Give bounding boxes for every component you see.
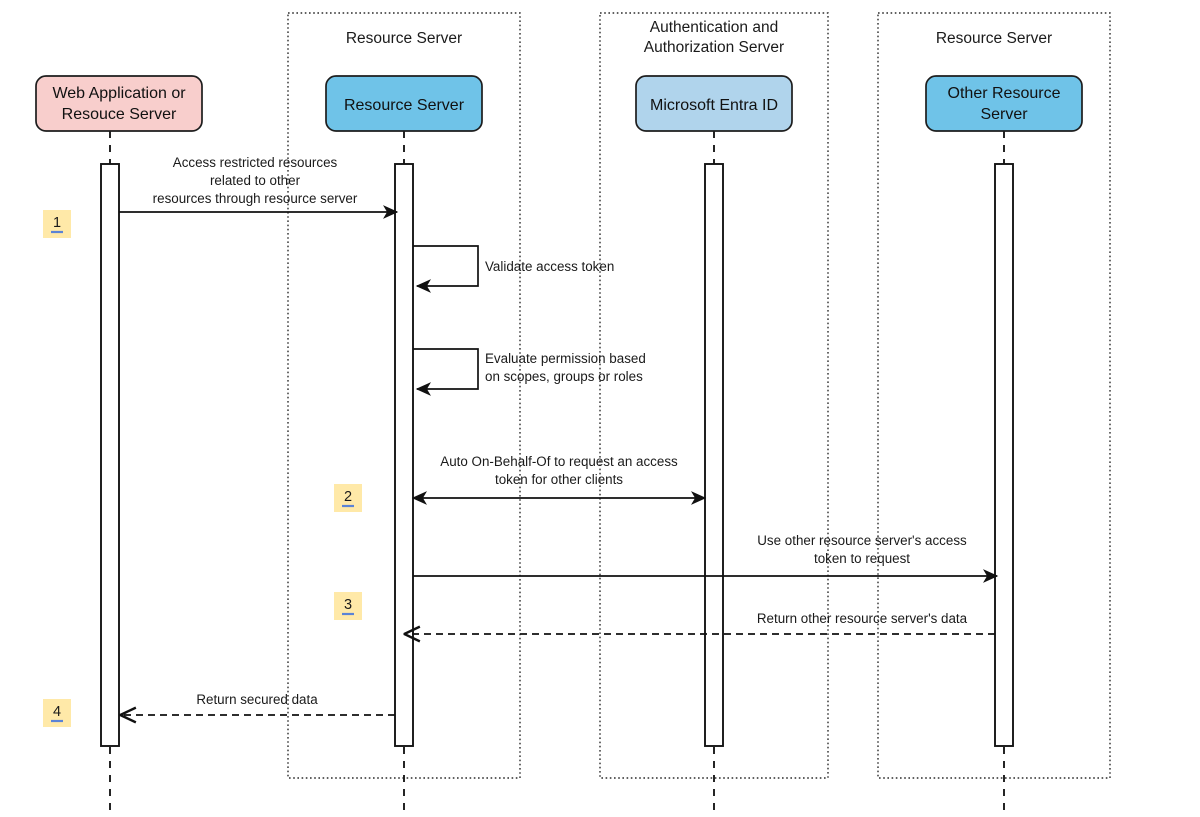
msg-1-access-restricted-resources-label: resources through resource server [153, 191, 358, 206]
badge-step-3[interactable]: 3 [334, 592, 362, 620]
msg-4-return-secured-data: Return secured data [121, 692, 395, 715]
badge-step-1[interactable]: 1 [43, 210, 71, 238]
msg-self-validate-access-token: Validate access token [413, 245, 614, 293]
participant-resource-server[interactable]: Resource Server [325, 75, 483, 132]
msg-2-auto-on-behalf-of-label: token for other clients [495, 472, 623, 487]
msg-4-return-secured-data-label: Return secured data [196, 692, 318, 707]
group-other-resource-server: Resource Server [877, 12, 1111, 779]
msg-self-validate-access-token-line [413, 245, 479, 293]
msg-self-evaluate-permission-label: Evaluate permission based [485, 351, 646, 366]
badge-step-4-number: 4 [53, 704, 61, 720]
group-frames: Resource Server Authentication andAuthori… [287, 12, 1111, 779]
participant-other-resource-server-label: Other Resource [948, 85, 1061, 102]
badge-step-4-background [43, 699, 71, 727]
group-other-resource-server-frame [877, 12, 1111, 779]
msg-1-access-restricted-resources: Access restricted resources related to ot… [119, 155, 399, 219]
badge-step-1-number: 1 [53, 215, 61, 231]
activation-other-resource-server [994, 163, 1014, 747]
msg-3-return-other-resource-server-data-label: Return other resource server's data [757, 611, 968, 626]
group-auth-server-frame [599, 12, 829, 779]
group-auth-server-title: Authorization Server [644, 39, 784, 56]
activation-web-application [100, 163, 120, 747]
msg-self-evaluate-permission-line [413, 348, 479, 396]
msg-self-evaluate-permission: Evaluate permission based on scopes, grou… [413, 348, 646, 396]
badge-step-1-background [43, 210, 71, 238]
badge-step-3-background [334, 592, 362, 620]
badge-step-2-background [334, 484, 362, 512]
participant-other-resource-server-label: Server [980, 106, 1028, 123]
msg-3-use-other-resource-server-token-label: token to request [814, 551, 910, 566]
badge-step-2-number: 2 [344, 489, 352, 505]
badge-step-4[interactable]: 4 [43, 699, 71, 727]
participant-web-application-label: Resouce Server [62, 106, 177, 123]
activation-resource-server [394, 163, 414, 747]
msg-2-auto-on-behalf-of-label: Auto On-Behalf-Of to request an access [440, 454, 678, 469]
msg-1-access-restricted-resources-label: related to other [210, 173, 301, 188]
activation-bars [100, 163, 1014, 747]
participant-web-application[interactable]: Web Application or Resouce Server [35, 75, 203, 132]
msg-1-access-restricted-resources-label: Access restricted resources [173, 155, 338, 170]
msg-3-return-other-resource-server-data: Return other resource server's data [405, 611, 995, 634]
participant-microsoft-entra-id[interactable]: Microsoft Entra ID [635, 75, 793, 132]
badge-step-3-number: 3 [344, 597, 352, 613]
msg-self-evaluate-permission-label: on scopes, groups or roles [485, 369, 643, 384]
msg-self-validate-access-token-label: Validate access token [485, 259, 614, 274]
participant-web-application-label: Web Application or [52, 85, 186, 102]
participant-web-application-box[interactable] [35, 75, 203, 132]
msg-2-auto-on-behalf-of: Auto On-Behalf-Of to request an access to… [411, 454, 707, 505]
msg-3-use-other-resource-server-token: Use other resource server's access token … [413, 533, 999, 583]
participant-boxes: Web Application or Resouce Server Resource… [35, 75, 1083, 132]
group-other-resource-server-title: Resource Server [936, 30, 1052, 47]
group-resource-server-title: Resource Server [346, 30, 462, 47]
participant-microsoft-entra-id-label: Microsoft Entra ID [650, 97, 778, 114]
badge-step-2[interactable]: 2 [334, 484, 362, 512]
group-auth-server-title: Authentication and [650, 19, 778, 36]
step-badges: 1 2 3 4 [43, 210, 362, 727]
participant-resource-server-box[interactable] [325, 75, 483, 132]
participant-microsoft-entra-id-box[interactable] [635, 75, 793, 132]
msg-3-use-other-resource-server-token-label: Use other resource server's access [757, 533, 967, 548]
participant-resource-server-label: Resource Server [344, 97, 465, 114]
activation-entra-id [704, 163, 724, 747]
messages: Access restricted resources related to ot… [119, 155, 999, 715]
participant-other-resource-server-box[interactable] [925, 75, 1083, 132]
